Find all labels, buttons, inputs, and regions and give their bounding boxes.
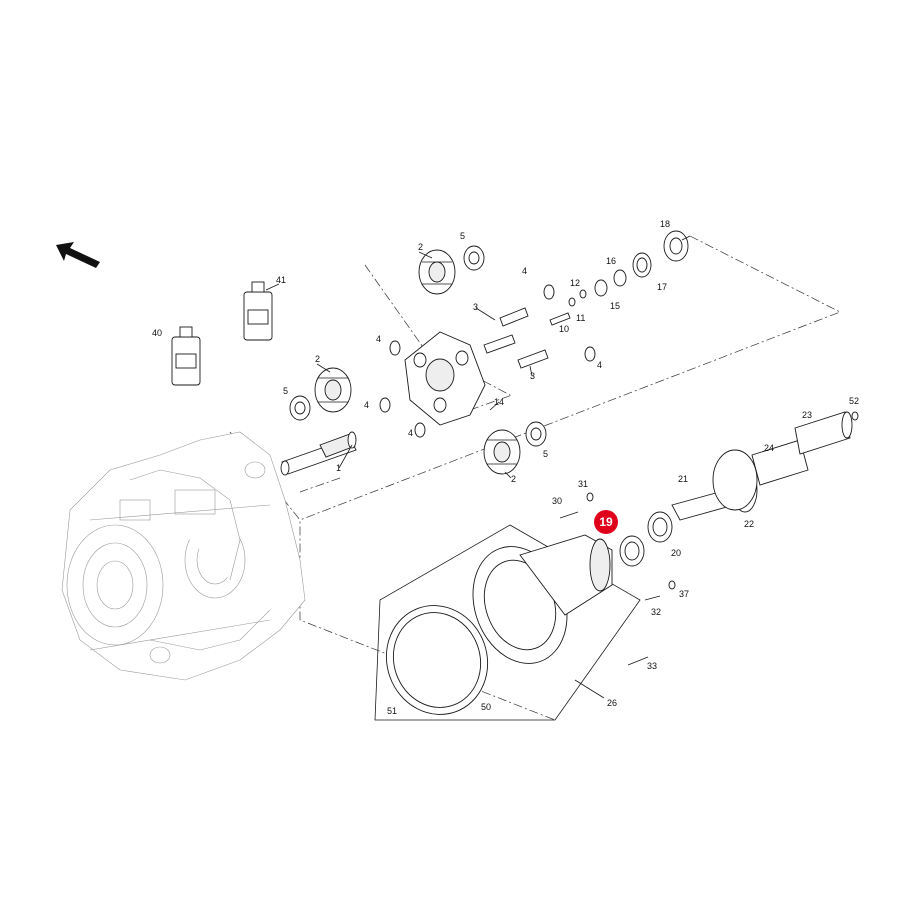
circlips — [379, 284, 596, 438]
callout-50: 50 — [481, 702, 491, 712]
callout-labels: 1 2 2 2 3 3 4 4 4 4 4 5 5 5 10 11 12 14 … — [152, 219, 859, 716]
callout-15: 15 — [610, 301, 620, 311]
callout-4-c: 4 — [408, 428, 413, 438]
callout-24: 24 — [764, 443, 774, 453]
direction-arrow-icon — [56, 242, 100, 268]
planet-gear-bottom — [483, 429, 521, 475]
callout-41: 41 — [276, 275, 286, 285]
callout-5-left: 5 — [283, 386, 288, 396]
callout-26: 26 — [607, 698, 617, 708]
oil-bottle-41 — [243, 281, 273, 341]
ring-gear — [385, 605, 489, 715]
output-shaft-assembly — [647, 411, 859, 543]
callout-17: 17 — [657, 282, 667, 292]
leader-lines — [265, 235, 691, 699]
callout-2-top: 2 — [418, 242, 423, 252]
small-shaft-parts — [549, 289, 587, 326]
bolts — [559, 492, 676, 666]
callout-14: 14 — [494, 397, 504, 407]
needle-bearing-bottom — [525, 421, 547, 447]
planet-gear-left — [314, 367, 352, 413]
needle-bearing-left — [289, 395, 311, 421]
rear-cover-housing — [374, 524, 641, 721]
needle-bearing-top — [463, 245, 485, 271]
transmission-housing — [61, 431, 306, 681]
callout-51: 51 — [387, 706, 397, 716]
callout-11: 11 — [576, 313, 585, 323]
callout-3-right: 3 — [530, 371, 535, 381]
callout-4-d: 4 — [522, 266, 527, 276]
callout-5-bottom: 5 — [543, 449, 548, 459]
callout-4-b: 4 — [364, 400, 369, 410]
callout-37: 37 — [679, 589, 689, 599]
callout-4-a: 4 — [376, 334, 381, 344]
callout-33: 33 — [647, 661, 657, 671]
planet-carrier — [404, 331, 486, 426]
highlight-marker-19[interactable]: 19 — [594, 510, 618, 534]
callout-22: 22 — [744, 519, 754, 529]
bearing-19 — [619, 535, 645, 567]
callout-10: 10 — [559, 324, 569, 334]
oil-bottle-40 — [171, 326, 201, 386]
callout-30: 30 — [552, 496, 562, 506]
callout-21: 21 — [678, 474, 688, 484]
callout-20: 20 — [671, 548, 681, 558]
callout-4-e: 4 — [597, 360, 602, 370]
ring-set-15-18 — [594, 230, 689, 297]
callout-2-left: 2 — [315, 354, 320, 364]
callout-12: 12 — [570, 278, 580, 288]
callout-5-top: 5 — [460, 231, 465, 241]
callout-3-top: 3 — [473, 302, 478, 312]
callout-1: 1 — [336, 463, 341, 473]
callout-2-bottom: 2 — [511, 474, 516, 484]
callout-32: 32 — [651, 607, 661, 617]
callout-40: 40 — [152, 328, 162, 338]
callout-23: 23 — [802, 410, 812, 420]
planet-gear-top — [418, 249, 456, 295]
callout-31: 31 — [578, 479, 588, 489]
callout-52: 52 — [849, 396, 859, 406]
callout-16: 16 — [606, 256, 616, 266]
highlight-label: 19 — [599, 515, 613, 529]
planet-pins — [483, 307, 549, 369]
main-shaft — [280, 431, 357, 476]
callout-18: 18 — [660, 219, 670, 229]
